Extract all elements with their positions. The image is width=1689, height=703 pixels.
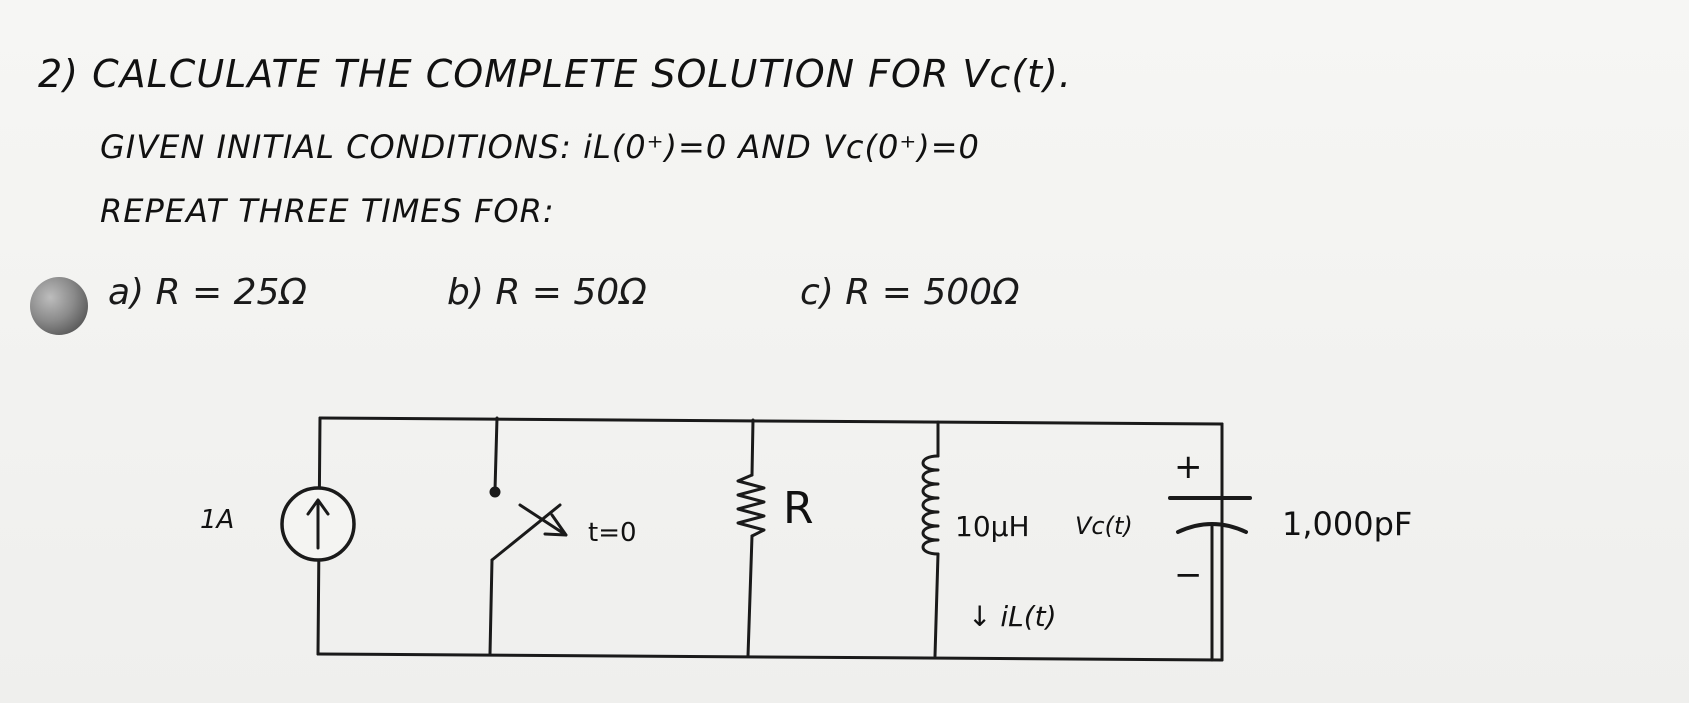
option-b: b) R = 50Ω bbox=[447, 272, 647, 313]
binder-hole-icon bbox=[30, 277, 88, 335]
switch-top-wire bbox=[493, 416, 499, 492]
option-a: a) R = 25Ω bbox=[108, 272, 307, 313]
resistor-icon bbox=[736, 473, 766, 538]
inductor-label: 10μH bbox=[955, 510, 1030, 543]
initial-conditions: GIVEN INITIAL CONDITIONS: iL(0⁺)=0 AND V… bbox=[100, 128, 980, 166]
switch-label: t=0 bbox=[588, 518, 637, 548]
resistor-top-wire bbox=[750, 418, 755, 477]
option-c: c) R = 500Ω bbox=[800, 272, 1020, 313]
minus-sign: − bbox=[1174, 555, 1203, 595]
bottom-wire bbox=[316, 652, 1224, 662]
capacitor-voltage-label: Vc(t) bbox=[1075, 512, 1133, 540]
plus-sign: + bbox=[1174, 447, 1203, 487]
inductor-icon bbox=[921, 454, 940, 556]
inductor-current-label: ↓ iL(t) bbox=[968, 600, 1057, 633]
source-label: 1A bbox=[200, 505, 235, 535]
switch-contact-icon bbox=[489, 486, 501, 498]
inductor-bottom-wire bbox=[933, 552, 940, 658]
repeat-instruction: REPEAT THREE TIMES FOR: bbox=[100, 192, 555, 230]
resistor-bottom-wire bbox=[746, 534, 754, 658]
current-source-arrow bbox=[306, 498, 330, 550]
resistor-label: R bbox=[783, 483, 814, 534]
capacitor-value-label: 1,000pF bbox=[1282, 505, 1413, 543]
switch-bottom-wire bbox=[488, 558, 494, 656]
switch-arrow-icon bbox=[518, 503, 568, 537]
top-wire bbox=[318, 416, 1224, 426]
switch-blade bbox=[490, 503, 562, 562]
problem-title: 2) CALCULATE THE COMPLETE SOLUTION FOR V… bbox=[38, 52, 1072, 96]
